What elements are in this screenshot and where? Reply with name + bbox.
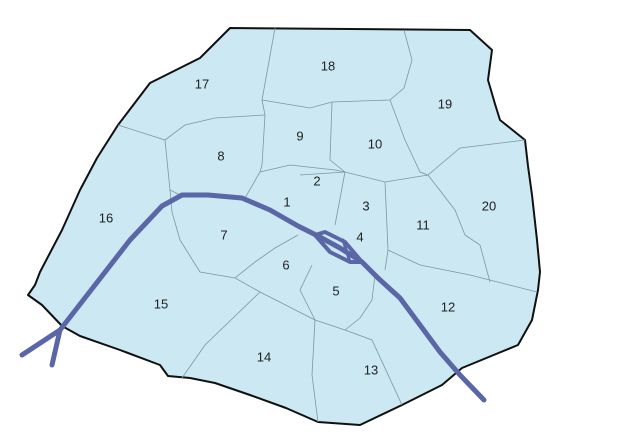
district-label-6: 6: [282, 257, 289, 272]
district-label-10: 10: [368, 136, 382, 151]
district-label-19: 19: [438, 96, 452, 111]
district-label-9: 9: [296, 128, 303, 143]
district-label-14: 14: [257, 349, 271, 364]
district-label-17: 17: [195, 76, 209, 91]
district-label-11: 11: [416, 217, 430, 232]
district-boundaries: [117, 27, 538, 423]
river-island-outline: [313, 230, 364, 264]
district-label-7: 7: [220, 227, 227, 242]
district-label-1: 1: [283, 194, 290, 209]
river-main-channel: [19, 192, 487, 403]
river-island-channel: [341, 238, 352, 264]
district-label-8: 8: [217, 148, 224, 163]
district-label-16: 16: [99, 210, 113, 225]
district-label-13: 13: [364, 362, 378, 377]
district-label-12: 12: [441, 299, 455, 314]
river-seine: [19, 192, 487, 403]
district-label-2: 2: [313, 173, 320, 188]
district-label-20: 20: [482, 198, 496, 213]
city-boundary: [27, 27, 541, 426]
river-secondary-channel: [49, 327, 63, 368]
district-label-15: 15: [154, 296, 168, 311]
district-labels: 1 2 3 4 5 6 7 8 9 10 11 12 13 14 15 16 1…: [99, 58, 496, 377]
district-label-3: 3: [362, 198, 369, 213]
district-label-4: 4: [356, 229, 363, 244]
district-label-5: 5: [332, 283, 339, 298]
district-label-18: 18: [321, 58, 335, 73]
